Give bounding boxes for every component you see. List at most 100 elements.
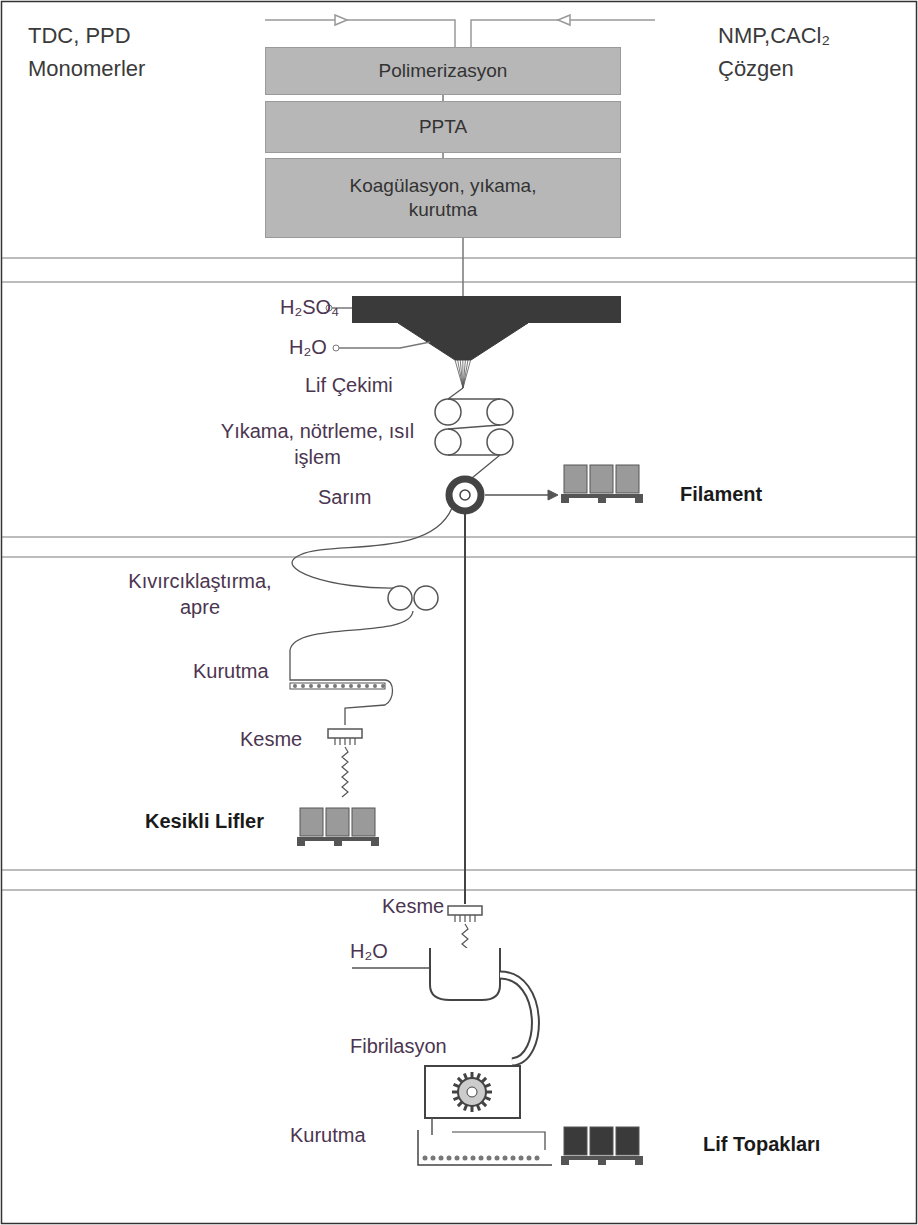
process-box: PPTA [265, 101, 621, 153]
section-separator [2, 556, 916, 557]
pulp-lump [423, 1156, 428, 1161]
pallet-icon [561, 465, 643, 503]
filament-strand [455, 360, 463, 388]
cutter-head [448, 906, 482, 915]
section-separator [2, 869, 916, 870]
dryer-belt [290, 683, 385, 689]
step-label: Lif Çekimi [305, 372, 393, 398]
godet-roller [435, 399, 461, 425]
dryer-roll [317, 684, 321, 688]
pulp-pipe-inner [500, 975, 535, 1062]
pallet-box [590, 1127, 613, 1155]
pulp-lump [535, 1156, 540, 1161]
cutter-blade [349, 738, 350, 745]
filament-strand [458, 360, 463, 388]
pallet-leg [297, 841, 305, 846]
pulp-lump [439, 1156, 444, 1161]
section-separator [2, 536, 916, 537]
water-line [339, 342, 430, 348]
cutter-blade [469, 915, 470, 922]
dryer-hood [452, 1132, 545, 1150]
cutter-blade [474, 915, 475, 922]
dryer-roll [309, 684, 313, 688]
cutter-blade [334, 738, 335, 745]
product-label: Lif Topakları [703, 1131, 820, 1157]
pallet-box [352, 808, 375, 836]
product-label: Filament [680, 481, 762, 507]
water-line [352, 967, 440, 969]
cutter-symbol [448, 906, 482, 922]
pallet-box [616, 465, 639, 493]
cut-fibres [342, 747, 348, 797]
input-label: TDC, PPD [28, 22, 131, 51]
input-label: Monomerler [28, 55, 145, 84]
pallet-leg [635, 1160, 643, 1165]
yarn-path [448, 388, 513, 478]
godet-roller [487, 429, 513, 455]
dryer-roll [381, 684, 385, 688]
spool-core [460, 490, 470, 500]
input-label: Çözgen [718, 55, 794, 84]
pallet-leg [598, 498, 606, 503]
cutter-symbol [328, 729, 362, 745]
winding-spool [449, 479, 481, 511]
pallet-leg [635, 498, 643, 503]
box-label: Polimerizasyon [379, 59, 508, 83]
pallet-box [616, 1127, 639, 1155]
pallet-base [561, 1156, 643, 1160]
dryer-roll [357, 684, 361, 688]
pallet-base [297, 837, 379, 841]
step-label: Yıkama, nötrleme, ısıl işlem [205, 418, 430, 470]
step-label: Kurutma [193, 658, 269, 684]
product-arrowhead [548, 490, 558, 500]
step-label: Kesme [382, 893, 444, 919]
dryer-roll [341, 684, 345, 688]
step-label: Sarım [318, 484, 371, 510]
pulp-pipe [500, 975, 535, 1062]
pallet-leg [334, 841, 342, 846]
pulp-lump [503, 1156, 508, 1161]
pulp-lump [527, 1156, 532, 1161]
pulp-lump [471, 1156, 476, 1161]
dryer-roll [325, 684, 329, 688]
pallet-leg [561, 498, 569, 503]
step-label: Kurutma [290, 1122, 366, 1148]
cutter-blade [454, 915, 455, 922]
dryer-roll [301, 684, 305, 688]
refiner-gear [458, 1078, 486, 1106]
pallet-box [590, 465, 613, 493]
filament-strand [463, 360, 471, 388]
pallet-box [300, 808, 323, 836]
dryer-roll [293, 684, 297, 688]
dryer-roll [349, 684, 353, 688]
pulp-lump [479, 1156, 484, 1161]
cutter-blade [354, 738, 355, 745]
gear-hub [467, 1087, 477, 1097]
filament-strand [460, 360, 463, 388]
pallet-base [561, 494, 643, 498]
feed-arrow [335, 15, 347, 25]
dryer-roll [365, 684, 369, 688]
section-separator [2, 257, 916, 258]
pallet-icon [561, 1127, 643, 1165]
godet-roller [487, 399, 513, 425]
tow-line [464, 513, 466, 904]
step-label: H₂SO₄ [280, 294, 339, 320]
product-arrow [485, 494, 550, 496]
cutter-blade [459, 915, 460, 922]
pallet-box [326, 808, 349, 836]
crimper-roller [414, 586, 438, 610]
box-label: Koagülasyon, yıkama, kurutma [328, 174, 558, 222]
pulp-lump [487, 1156, 492, 1161]
pulp-lump [495, 1156, 500, 1161]
process-box: Koagülasyon, yıkama, kurutma [265, 158, 621, 238]
pulp-lump [455, 1156, 460, 1161]
dryer-roll [333, 684, 337, 688]
pallet-box [564, 465, 587, 493]
line-end [333, 345, 339, 351]
step-label: Kıvırcıklaştırma, apre [108, 568, 292, 620]
pulp-lump [519, 1156, 524, 1161]
